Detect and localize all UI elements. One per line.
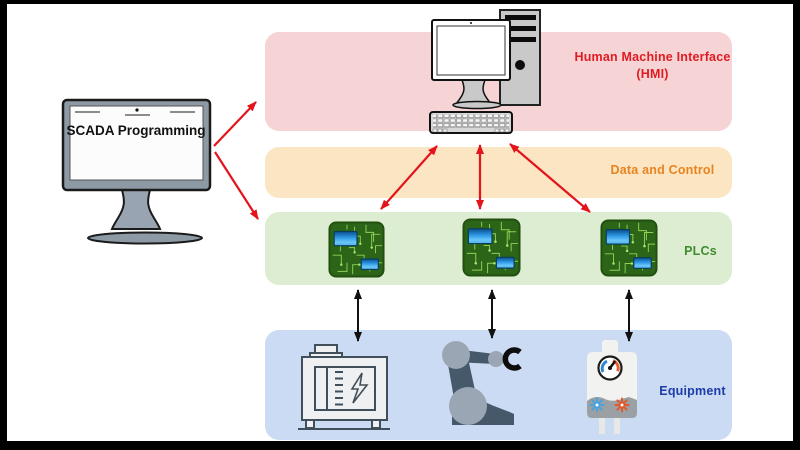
boiler-vent (602, 340, 618, 354)
boiler-leg (599, 417, 605, 434)
generator-vents (335, 371, 343, 406)
hmi-monitor-stand (454, 79, 493, 105)
hmi-label-line1: Human Machine Interface (574, 50, 731, 64)
hmi-label-line2: (HMI) (636, 67, 669, 81)
keyboard-feet (432, 128, 510, 133)
monitor-base (87, 231, 203, 245)
hmi-band-label: Human Machine Interface (HMI) (560, 49, 745, 83)
keyboard-keys (433, 114, 509, 128)
band-data-and-control: Data and Control (265, 147, 732, 198)
screen-dot (135, 108, 139, 112)
desktop-computer-icon (429, 9, 541, 134)
circuit-board-icon (462, 218, 521, 277)
circuit-board-icon (328, 221, 385, 278)
robot-gripper (502, 347, 522, 371)
hmi-monitor-screen (436, 25, 506, 76)
valve-wheel-orange (614, 397, 630, 413)
monitor-icon: SCADA Programming (61, 98, 212, 245)
lightning-bolt-icon (350, 372, 369, 404)
robot-wrist-joint (488, 351, 504, 367)
monitor-screen (69, 105, 204, 181)
scada-programming-text: SCADA Programming (66, 123, 205, 138)
robot-arm-icon (442, 341, 522, 425)
hmi-monitor-base (452, 100, 502, 110)
monitor-stand (110, 189, 162, 230)
arrow-scada-to-hmi (213, 101, 257, 147)
tower-drive-slots (505, 15, 536, 42)
circuit-board-icon (600, 219, 658, 277)
equipment-band-label: Equipment (659, 384, 726, 398)
screen-top-strip (75, 111, 195, 116)
data-band-label: Data and Control (610, 163, 715, 177)
hmi-screen-dot (470, 22, 472, 24)
robot-base-joint (449, 387, 487, 425)
valve-wheel-blue (589, 397, 605, 413)
generator-icon (298, 344, 390, 430)
boiler-leg (614, 417, 620, 434)
plcs-band-label: PLCs (684, 244, 717, 258)
tower-power-button (515, 60, 525, 70)
arrow-scada-to-plcs (214, 151, 259, 220)
boiler-gauge-icon (587, 340, 637, 434)
generator-panel (314, 366, 376, 411)
robot-shoulder-joint (442, 341, 470, 369)
